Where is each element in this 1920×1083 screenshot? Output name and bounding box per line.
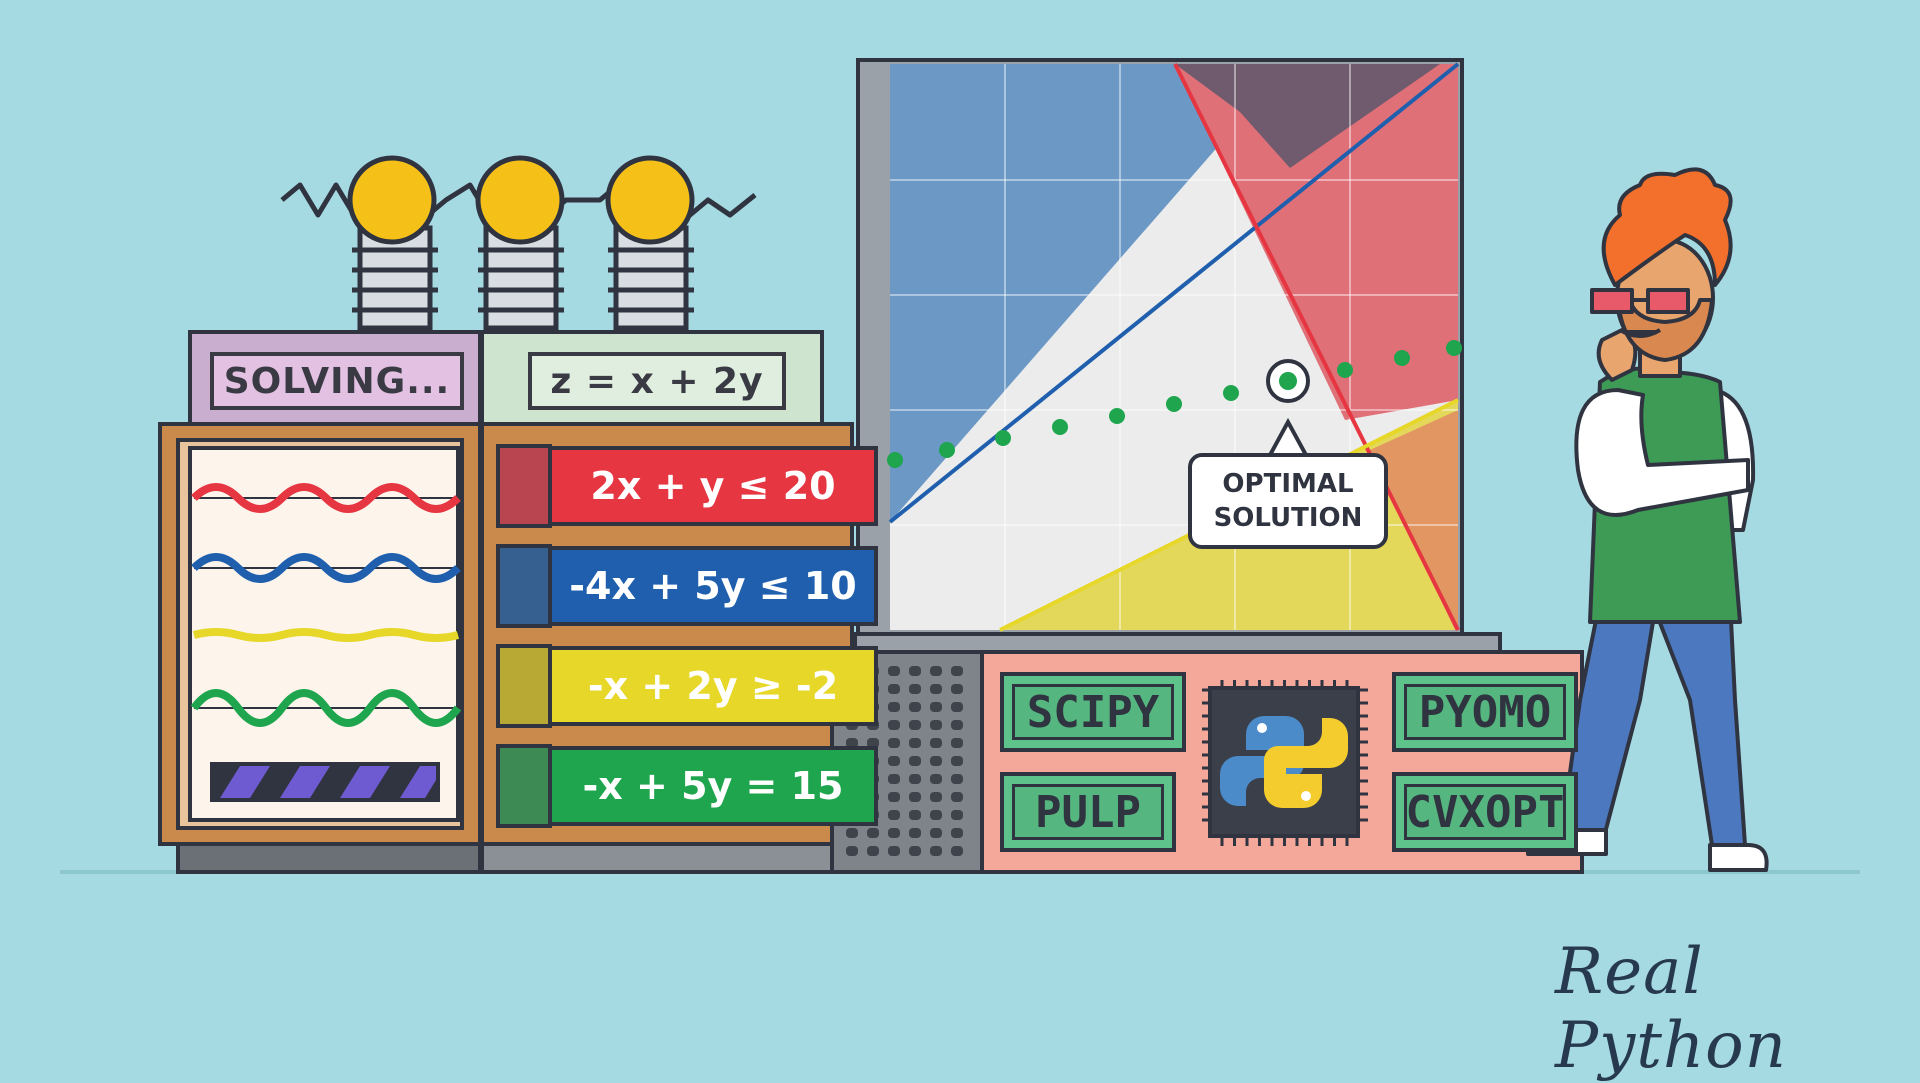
constraint-1: 2x + y ≤ 20 <box>548 446 878 526</box>
monitor-stand <box>853 632 1502 654</box>
vent-hole <box>867 846 879 856</box>
vent-hole <box>951 666 963 676</box>
vent-hole <box>909 846 921 856</box>
vent-hole <box>930 702 942 712</box>
library-label: CVXOPT <box>1405 786 1565 838</box>
vent-hole <box>846 738 858 748</box>
orange-region <box>1370 410 1458 630</box>
vent-hole <box>951 846 963 856</box>
vent-hole <box>909 828 921 838</box>
vent-hole <box>930 666 942 676</box>
rack-slots <box>496 444 552 828</box>
vent-hole <box>930 792 942 802</box>
vent-hole <box>951 720 963 730</box>
vent-hole <box>930 774 942 784</box>
callout-line-1: OPTIMAL <box>1222 469 1354 499</box>
vent-hole <box>909 666 921 676</box>
yellow-wave <box>192 628 460 642</box>
vent-hole <box>888 756 900 766</box>
hair <box>1601 167 1733 287</box>
vent-hole <box>888 810 900 820</box>
vent-hole <box>888 702 900 712</box>
base-left <box>176 842 482 874</box>
vent-hole <box>951 702 963 712</box>
vent-hole <box>951 828 963 838</box>
right-shoe <box>1708 843 1769 872</box>
status-label: SOLVING... <box>210 352 464 410</box>
vent-hole <box>909 738 921 748</box>
vent-hole <box>930 756 942 766</box>
vent-hole <box>888 738 900 748</box>
green-wave <box>190 689 462 727</box>
vent-hole <box>846 828 858 838</box>
vent-hole <box>909 774 921 784</box>
vent-hole <box>951 756 963 766</box>
cpu-chip <box>1202 680 1368 846</box>
left-arm <box>1574 388 1750 517</box>
constraint-2: -4x + 5y ≤ 10 <box>548 546 878 626</box>
vent-hole <box>888 666 900 676</box>
vent-hole <box>888 828 900 838</box>
vent-hole <box>888 684 900 694</box>
bulb-2 <box>475 155 565 331</box>
red-wave <box>191 483 461 513</box>
vent-hole <box>888 846 900 856</box>
blue-region <box>890 64 1290 522</box>
vent-hole <box>909 702 921 712</box>
vent-hole <box>888 792 900 802</box>
vent-hole <box>846 846 858 856</box>
vent-hole <box>867 738 879 748</box>
blue-constraint-line <box>888 62 1460 524</box>
blue-wave <box>191 553 461 583</box>
vent-hole <box>930 828 942 838</box>
vent-hole <box>867 828 879 838</box>
vent-hole <box>930 738 942 748</box>
constraint-4: -x + 5y = 15 <box>548 746 878 826</box>
vent-hole <box>909 720 921 730</box>
dark-region <box>1175 64 1440 168</box>
bulbs <box>280 155 757 331</box>
library-chip-pyomo: PYOMO <box>1392 672 1578 752</box>
vent-hole <box>951 684 963 694</box>
green-constraint-dots <box>887 340 1462 468</box>
vent-hole <box>909 792 921 802</box>
library-chip-scipy: SCIPY <box>1000 672 1186 752</box>
red-region <box>1175 64 1458 420</box>
objective-function-label: z = x + 2y <box>528 352 786 410</box>
vent-hole <box>888 720 900 730</box>
bulb-3 <box>605 155 695 331</box>
vent-hole <box>930 720 942 730</box>
vent-hole <box>909 810 921 820</box>
library-label: PULP <box>1035 786 1141 838</box>
mouth <box>1618 328 1662 338</box>
beard <box>1616 298 1714 362</box>
constraint-3: -x + 2y ≥ -2 <box>548 646 878 726</box>
library-chip-cvxopt: CVXOPT <box>1392 772 1578 852</box>
optimal-point <box>1279 372 1297 390</box>
vent-hole <box>888 774 900 784</box>
python-logo-icon <box>1220 716 1348 808</box>
vent-hole <box>930 810 942 820</box>
vent-hole <box>951 774 963 784</box>
brand-logo: Real Python <box>1555 935 1787 1083</box>
vent-hole <box>930 684 942 694</box>
optimal-solution-callout: OPTIMAL SOLUTION <box>1188 453 1388 549</box>
vent-hole <box>951 810 963 820</box>
right-leg <box>1653 598 1747 847</box>
library-label: SCIPY <box>1026 686 1160 738</box>
library-label: PYOMO <box>1418 686 1552 738</box>
vent-hole <box>909 684 921 694</box>
library-chip-pulp: PULP <box>1000 772 1176 852</box>
vent-hole <box>951 738 963 748</box>
vent-hole <box>930 846 942 856</box>
callout-line-2: SOLUTION <box>1213 503 1363 533</box>
glasses-icon <box>1590 288 1690 314</box>
base-mid <box>480 842 844 874</box>
vent-hole <box>909 756 921 766</box>
bulb-1 <box>347 155 438 331</box>
vent-hole <box>951 792 963 802</box>
progress-bar <box>210 762 440 802</box>
red-constraint-line <box>1173 63 1460 631</box>
